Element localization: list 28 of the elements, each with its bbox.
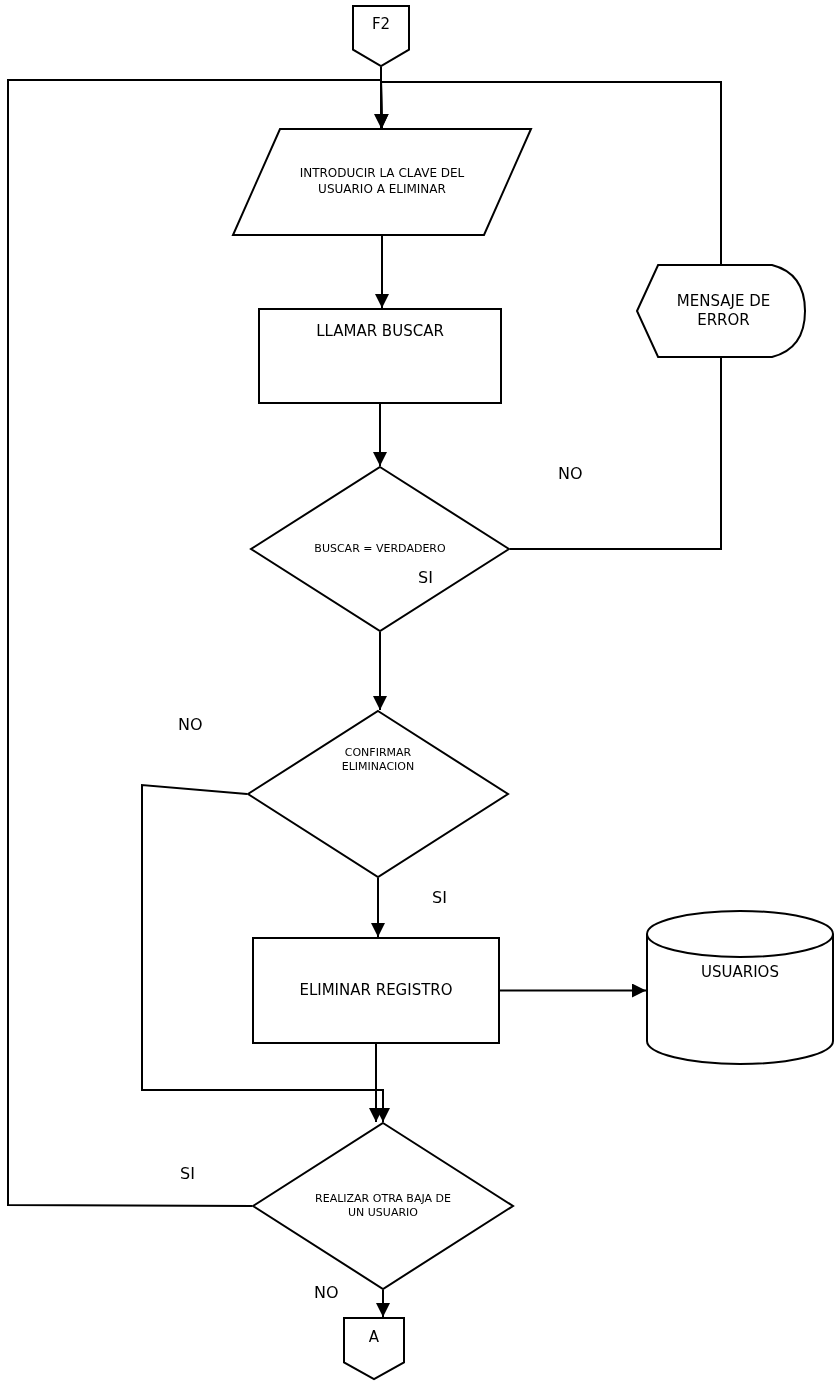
input-parallelogram	[232, 128, 532, 236]
decision-diamond	[247, 710, 509, 878]
decision-diamond	[250, 466, 510, 632]
arrow	[373, 403, 387, 467]
arrow	[369, 1043, 383, 1123]
node-label: ELIMINAR REGISTRO	[299, 980, 453, 1001]
database-cylinder	[646, 910, 834, 1065]
node-label: USUARIOS	[701, 963, 779, 983]
off-page-connector	[352, 5, 410, 67]
arrow	[141, 783, 390, 1123]
arrow	[376, 1289, 390, 1318]
process-box	[258, 308, 502, 404]
node-label: F2	[371, 15, 391, 35]
node-label: MENSAJE DE ERROR	[675, 291, 772, 331]
arrow	[499, 983, 647, 998]
off-page-connector	[343, 1317, 405, 1380]
display-shape	[636, 264, 806, 358]
node-label: CONFIRMAR ELIMINACION	[340, 745, 416, 775]
arrow	[7, 79, 389, 1207]
node-label: A	[368, 1328, 380, 1348]
arrow	[371, 877, 385, 938]
arrow	[373, 631, 387, 711]
arrow	[375, 235, 389, 309]
node-label: LLAMAR BUSCAR	[316, 322, 444, 342]
process-box	[252, 937, 500, 1044]
node-label: INTRODUCIR LA CLAVE DEL USUARIO A ELIMINAR	[298, 166, 466, 198]
node-label: REALIZAR OTRA BAJA DE UN USUARIO	[314, 1191, 452, 1221]
node-label: BUSCAR = VERDADERO	[314, 541, 446, 557]
